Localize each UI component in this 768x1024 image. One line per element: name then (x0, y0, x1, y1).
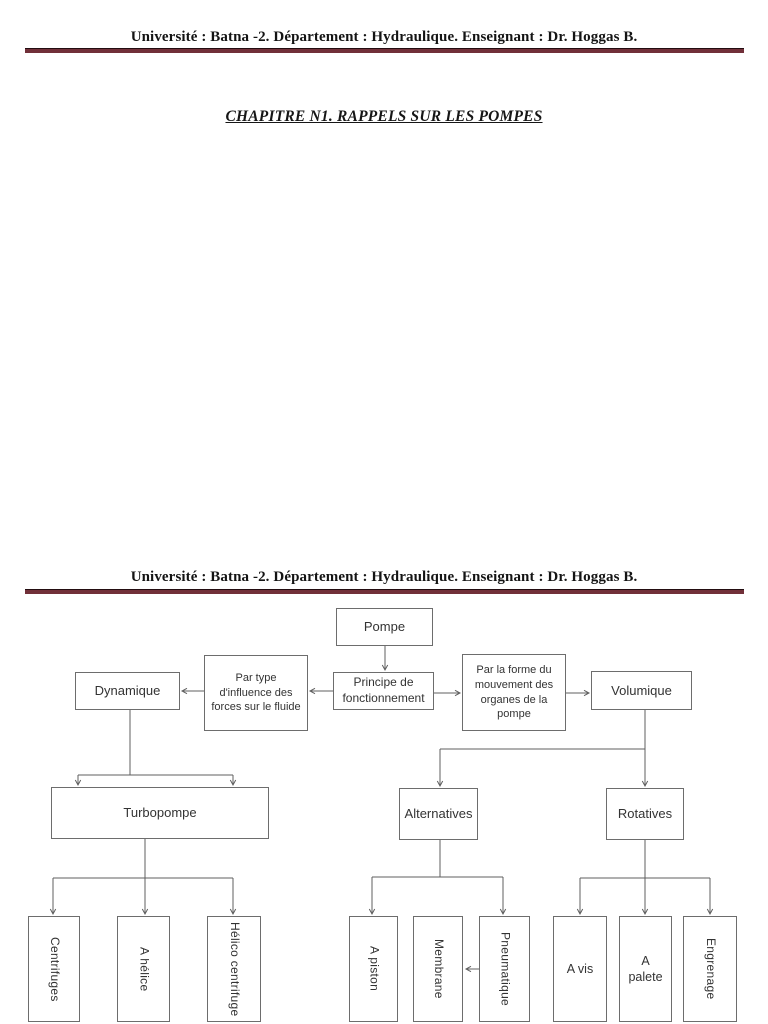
node-turbopompe-label: Turbopompe (123, 805, 197, 821)
node-pneumatique: Pneumatique (479, 916, 530, 1022)
header-rule-top (25, 48, 744, 53)
node-turbopompe: Turbopompe (51, 787, 269, 839)
node-engrenage-label: Engrenage (703, 938, 718, 1000)
header-rule-second (25, 589, 744, 594)
page-header-top: Université : Batna -2. Département : Hyd… (130, 29, 638, 45)
node-par-forme-mouvement: Par la forme du mouvement des organes de… (462, 654, 566, 731)
node-a-palete-label: A palete (628, 953, 663, 985)
node-par-type-influence: Par type d'influence des forces sur le f… (204, 655, 308, 731)
node-pneumatique-label: Pneumatique (498, 931, 513, 1007)
node-a-vis: A vis (553, 916, 607, 1022)
node-dynamique-label: Dynamique (94, 683, 161, 699)
node-alternatives-label: Alternatives (404, 806, 473, 822)
node-rotatives-label: Rotatives (617, 806, 673, 822)
node-a-helice: A hélice (117, 916, 170, 1022)
node-engrenage: Engrenage (683, 916, 737, 1022)
node-helico-centrifuge: Hélico centrifuge (207, 916, 261, 1022)
node-membrane-label: Membrane (431, 939, 446, 999)
node-volumique-label: Volumique (611, 682, 672, 698)
node-pompe-label: Pompe (363, 619, 406, 635)
node-a-palete: A palete (619, 916, 672, 1022)
node-helico-centrifuge-label: Hélico centrifuge (227, 921, 242, 1017)
node-principe-fonctionnement-label: Principe de fonctionnement (342, 675, 425, 705)
node-membrane: Membrane (413, 916, 463, 1022)
page-header-second: Université : Batna -2. Département : Hyd… (130, 569, 638, 585)
node-par-type-influence-label: Par type d'influence des forces sur le f… (211, 672, 301, 714)
node-alternatives: Alternatives (399, 788, 478, 840)
node-rotatives: Rotatives (606, 788, 684, 840)
node-a-piston: A piston (349, 916, 398, 1022)
node-dynamique: Dynamique (75, 672, 180, 710)
node-a-piston-label: A piston (367, 946, 382, 992)
node-a-helice-label: A hélice (137, 946, 152, 992)
node-centrifuges: Centrifuges (28, 916, 80, 1022)
node-centrifuges-label: Centrifuges (47, 936, 62, 1002)
node-par-forme-mouvement-label: Par la forme du mouvement des organes de… (474, 664, 554, 721)
node-principe-fonctionnement: Principe de fonctionnement (333, 672, 434, 710)
node-a-vis-label: A vis (566, 961, 594, 976)
node-volumique: Volumique (591, 671, 692, 710)
node-pompe: Pompe (336, 608, 433, 646)
chapter-title: CHAPITRE N1. RAPPELS SUR LES POMPES (225, 108, 543, 125)
